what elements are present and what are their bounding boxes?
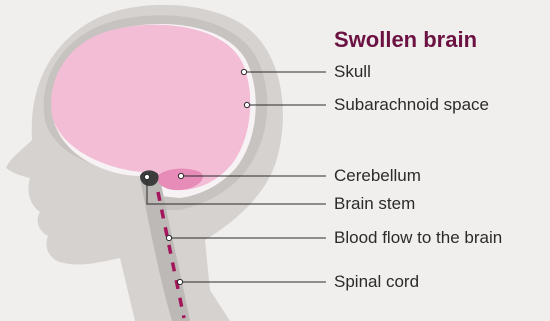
spinal-cord-label: Spinal cord — [334, 272, 419, 292]
blood-flow-marker — [166, 235, 171, 240]
brain-stem-label: Brain stem — [334, 194, 415, 214]
cerebellum-label: Cerebellum — [334, 166, 421, 186]
blood-flow-label: Blood flow to the brain — [334, 228, 502, 248]
cerebellum-marker — [178, 173, 183, 178]
diagram-title: Swollen brain — [334, 27, 477, 53]
subarachnoid-label: Subarachnoid space — [334, 95, 489, 115]
subarachnoid-marker — [244, 102, 249, 107]
skull-marker — [241, 69, 246, 74]
brain-stem-marker — [144, 174, 149, 179]
spinal-cord-marker — [177, 279, 182, 284]
skull-label: Skull — [334, 62, 371, 82]
